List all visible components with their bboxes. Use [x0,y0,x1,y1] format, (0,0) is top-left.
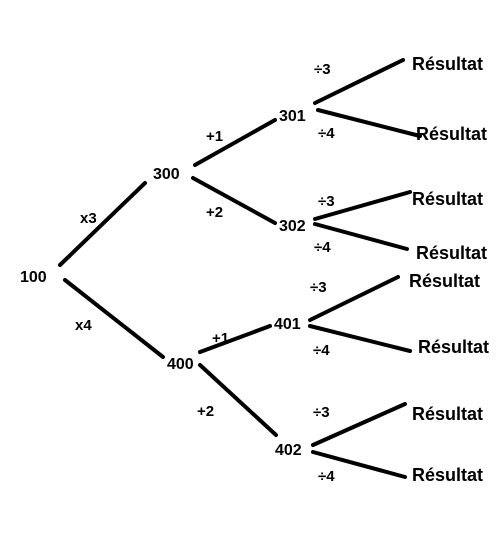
op-plus1-lower: +1 [212,330,229,347]
op-div4-3: ÷4 [313,342,330,359]
op-plus2-lower: +2 [197,403,214,420]
tree-nodes: 100 300 400 301 302 401 402 [20,108,306,459]
result-6: Résultat [418,337,489,357]
result-3: Résultat [412,189,483,209]
edge-302-res3 [313,190,412,221]
edge-401-res5 [308,275,400,322]
node-400: 400 [167,356,194,373]
result-labels: Résultat Résultat Résultat Résultat Résu… [409,54,489,485]
op-x3: x3 [80,210,97,227]
op-x4: x4 [75,317,92,334]
node-402: 402 [275,442,302,459]
edge-302-res4 [313,222,409,251]
op-div3-4: ÷3 [313,404,330,421]
op-div3-2: ÷3 [318,193,335,210]
edge-400-402 [198,363,278,437]
result-7: Résultat [412,404,483,424]
result-8: Résultat [412,465,483,485]
edge-301-res2 [316,108,422,138]
op-div4-1: ÷4 [318,125,335,142]
edge-400-401 [198,324,272,354]
node-300: 300 [153,166,180,183]
op-div3-1: ÷3 [314,61,331,78]
node-401: 401 [274,316,301,333]
op-div4-4: ÷4 [318,468,335,485]
result-1: Résultat [412,54,483,74]
node-302: 302 [279,218,306,235]
result-4: Résultat [416,243,487,263]
tree-edges [58,58,422,479]
edge-402-res8 [311,450,407,479]
node-301: 301 [279,108,306,125]
edge-401-res6 [308,324,412,353]
edge-300-302 [191,176,277,225]
edge-402-res7 [311,402,407,447]
op-div3-3: ÷3 [310,279,327,296]
operation-labels: x3 x4 +1 +2 +1 +2 ÷3 ÷4 ÷3 ÷4 ÷3 ÷4 ÷3 ÷… [75,61,335,485]
op-plus2-upper: +2 [206,204,223,221]
edge-100-300 [58,181,147,267]
edge-100-400 [63,278,165,359]
op-div4-2: ÷4 [314,239,331,256]
node-root: 100 [20,269,47,286]
op-plus1-upper: +1 [206,128,223,145]
result-2: Résultat [416,124,487,144]
result-5: Résultat [409,271,480,291]
edge-300-301 [193,118,277,167]
edge-301-res1 [313,58,405,105]
